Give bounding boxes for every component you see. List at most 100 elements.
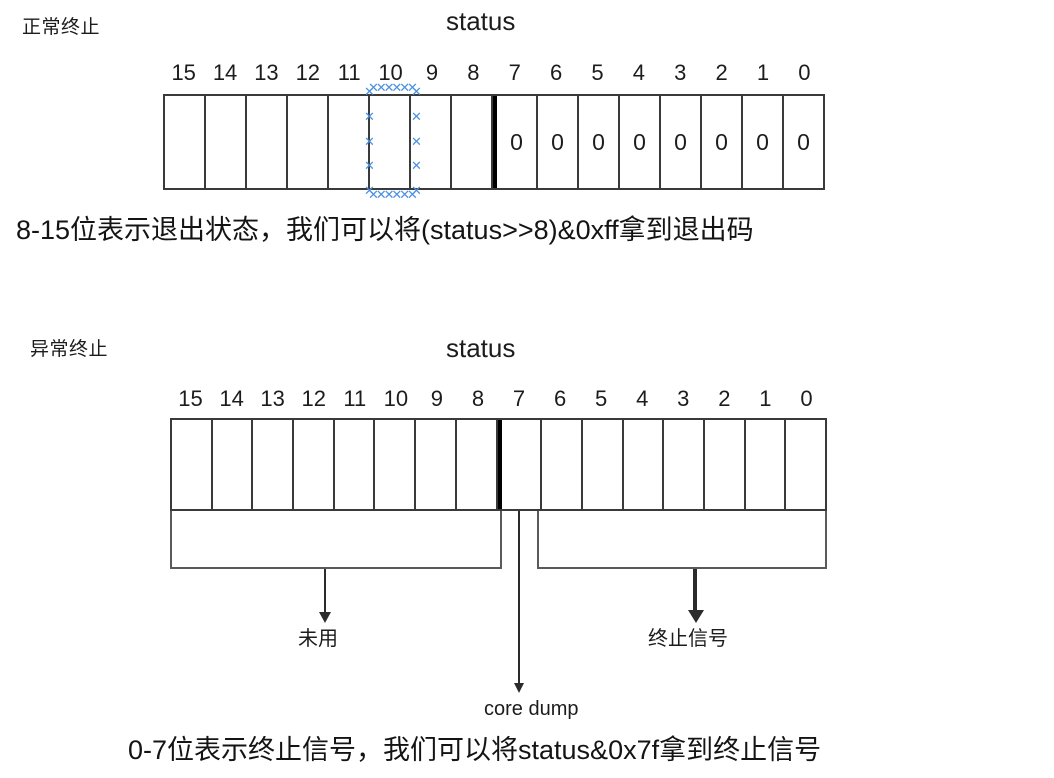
bit-cell-2[interactable]: 0 [702,96,743,188]
bit-cell-8[interactable] [457,420,498,509]
selection-handle-icon[interactable]: ✕ [364,134,375,150]
bit-cell-2[interactable] [705,420,746,509]
bit-cell-6[interactable]: 0 [538,96,579,188]
label-unused: 未用 [298,628,338,650]
bit-number-12: 12 [295,60,321,85]
bit-number-14: 14 [219,386,244,411]
bit-cell-12[interactable] [294,420,335,509]
bit-cell-11[interactable] [335,420,376,509]
label-termination-signal: 终止信号 [648,628,728,650]
caption-abnormal: 0-7位表示终止信号，我们可以将status&0x7f拿到终止信号 [128,735,822,765]
bit-cell-15[interactable] [172,420,213,509]
selection-handle-icon[interactable]: ✕ [407,81,418,96]
bit-number-12: 12 [301,386,326,411]
bit-number-3: 3 [674,60,687,85]
bit-number-7: 7 [508,60,521,85]
bit-cell-5[interactable] [583,420,624,509]
bit-number-2: 2 [718,386,731,411]
bit-number-0: 0 [800,386,813,411]
bit-cell-7[interactable]: 0 [493,96,538,188]
bit-cell-15[interactable] [165,96,206,188]
bit-number-6: 6 [549,60,563,85]
arrowhead-termination-signal-icon [688,610,704,623]
bit-cell-5[interactable]: 0 [579,96,620,188]
bit-value: 0 [592,128,605,155]
bit-number-8: 8 [467,60,480,85]
connector-core-dump [518,511,520,690]
bracket-termination-signal [537,511,827,569]
bit-value: 0 [633,128,646,155]
bit-value: 0 [797,128,810,155]
bit-cell-6[interactable] [542,420,583,509]
selection-handle-icon[interactable]: ✕ [364,184,375,199]
bit-cell-0[interactable]: 0 [784,96,823,188]
bit-cell-14[interactable] [206,96,247,188]
bit-value: 0 [551,128,564,155]
bit-number-5: 5 [591,60,604,85]
bit-number-10: 10 [383,386,409,411]
bit-number-3: 3 [677,386,690,411]
bit-cell-4[interactable]: 0 [620,96,661,188]
selection-handle-icon[interactable]: ✕ [368,81,379,96]
abnormal-termination-label: 异常终止 [30,339,109,360]
caption-normal: 8-15位表示退出状态，我们可以将(status>>8)&0xff拿到退出码 [16,215,754,245]
bit-number-11: 11 [337,60,361,85]
status-register-abnormal[interactable] [170,418,827,511]
bit-number-1: 1 [756,60,770,85]
selection-handle-icon[interactable]: ✕ [391,188,403,203]
bit-cell-10[interactable] [375,420,417,509]
bit-number-1: 1 [759,386,772,411]
bit-cell-13[interactable] [247,96,288,188]
label-core-dump: core dump [484,698,579,720]
bit-number-13: 13 [254,60,279,85]
selection-marquee-bit10[interactable]: ✕✕✕✕✕✕✕✕✕✕✕✕✕✕✕✕✕✕✕✕✕✕ [364,82,422,202]
selection-handle-icon[interactable]: ✕ [375,81,387,96]
bit-cell-1[interactable] [746,420,787,509]
bit-cell-3[interactable] [664,420,705,509]
bit-number-7: 7 [512,386,526,411]
connector-termination-signal [693,569,697,616]
selection-handle-icon[interactable]: ✕ [407,188,418,203]
bit-cell-12[interactable] [288,96,329,188]
selection-handle-icon[interactable]: ✕ [411,85,422,100]
connector-unused [324,569,326,619]
selection-handle-icon[interactable]: ✕ [411,184,422,199]
bit-cell-3[interactable]: 0 [661,96,702,188]
selection-handle-icon[interactable]: ✕ [391,81,403,96]
selection-handle-icon[interactable]: ✕ [411,109,422,125]
selection-handle-icon[interactable]: ✕ [411,134,422,150]
normal-termination-label: 正常终止 [22,17,101,38]
bit-cell-10[interactable] [370,96,411,188]
bit-cell-1[interactable]: 0 [743,96,784,188]
status-title-abnormal: status [446,333,516,363]
bit-cell-7[interactable] [497,420,543,509]
bit-number-4: 4 [636,386,649,411]
selection-handle-icon[interactable]: ✕ [368,188,379,203]
selection-handle-icon[interactable]: ✕ [364,109,375,125]
selection-handle-icon[interactable]: ✕ [364,85,375,100]
selection-handle-icon[interactable]: ✕ [399,81,411,96]
bit-number-5: 5 [595,386,608,411]
bit-cell-8[interactable] [452,96,493,188]
selection-handle-icon[interactable]: ✕ [411,159,422,175]
selection-handle-icon[interactable]: ✕ [383,81,395,96]
bit-number-15: 15 [178,386,203,411]
bit-number-8: 8 [471,386,485,411]
bit-cell-4[interactable] [624,420,665,509]
bit-number-2: 2 [715,60,728,85]
bit-cell-9[interactable] [411,96,452,188]
bit-value: 0 [510,128,523,155]
bit-cell-11[interactable] [329,96,370,188]
selection-handle-icon[interactable]: ✕ [364,159,375,175]
bit-cell-13[interactable] [253,420,295,509]
selection-handle-icon[interactable]: ✕ [383,188,395,203]
bit-cell-9[interactable] [416,420,457,509]
bit-cell-14[interactable] [213,420,254,509]
bit-value: 0 [756,128,769,155]
selection-handle-icon[interactable]: ✕ [375,188,387,203]
selection-handle-icon[interactable]: ✕ [399,188,411,203]
bit-cell-0[interactable] [786,420,825,509]
bit-number-11: 11 [343,386,367,411]
